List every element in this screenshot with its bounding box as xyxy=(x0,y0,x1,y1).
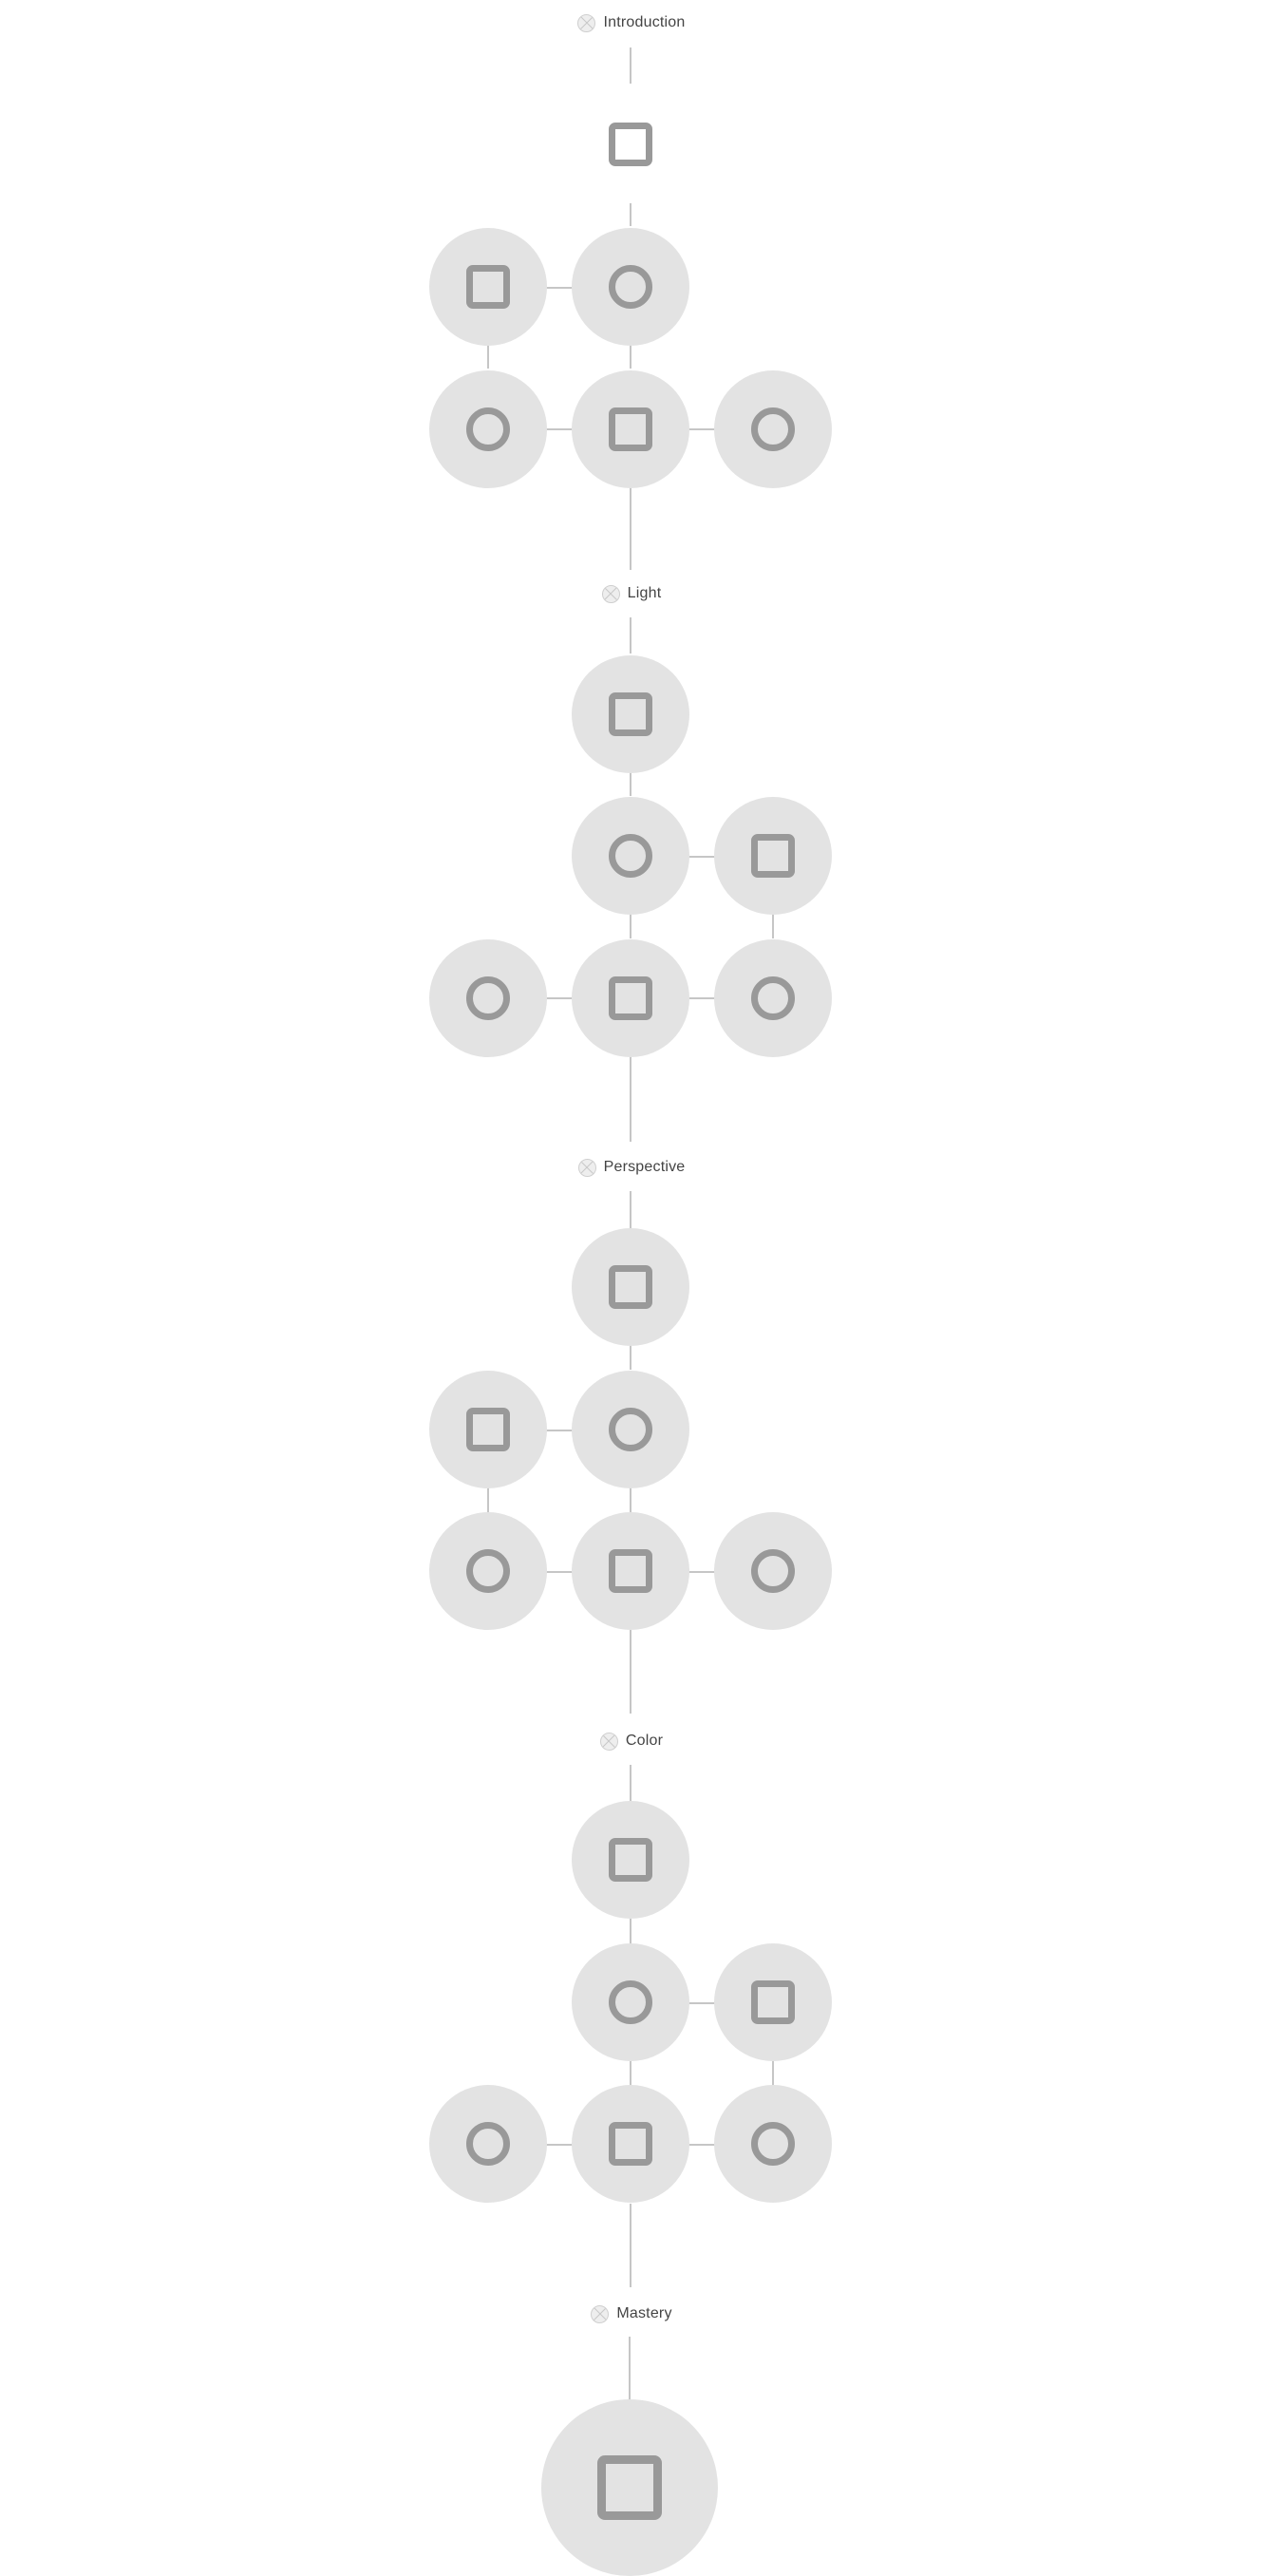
section-header[interactable]: Perspective xyxy=(0,1155,1263,1180)
connector xyxy=(630,2061,632,2086)
connector xyxy=(546,997,573,999)
square-icon xyxy=(609,2122,652,2166)
skill-node[interactable] xyxy=(572,1943,689,2061)
skill-node[interactable] xyxy=(572,85,689,203)
connector xyxy=(546,1571,573,1573)
circle-icon xyxy=(609,1980,652,2024)
circle-icon xyxy=(466,2122,510,2166)
skill-node[interactable] xyxy=(714,797,832,915)
connector xyxy=(772,914,774,938)
square-icon xyxy=(609,976,652,1020)
connector xyxy=(630,47,632,84)
skill-node[interactable] xyxy=(572,1371,689,1488)
section-x-icon xyxy=(599,1732,618,1751)
connector xyxy=(630,1630,632,1714)
connector xyxy=(688,997,715,999)
section-x-icon xyxy=(577,13,596,32)
connector xyxy=(630,1345,632,1370)
skill-node[interactable] xyxy=(572,939,689,1057)
section-x-icon xyxy=(591,2304,610,2323)
connector xyxy=(630,1191,632,1229)
square-icon xyxy=(609,1838,652,1882)
section-title: Mastery xyxy=(616,2305,672,2321)
connector xyxy=(487,344,489,369)
section-header[interactable]: Color xyxy=(0,1729,1263,1753)
connector xyxy=(772,2061,774,2086)
connector xyxy=(630,1056,632,1142)
section-header[interactable]: Mastery xyxy=(0,2301,1263,2326)
skill-node[interactable] xyxy=(572,655,689,773)
skill-node[interactable] xyxy=(429,228,547,346)
skill-node[interactable] xyxy=(429,1512,547,1630)
connector xyxy=(630,203,632,226)
skill-node[interactable] xyxy=(714,1512,832,1630)
circle-icon xyxy=(751,407,795,451)
section-x-icon xyxy=(601,584,620,603)
connector xyxy=(546,428,573,430)
skill-node[interactable] xyxy=(714,939,832,1057)
connector xyxy=(688,2002,715,2004)
connector xyxy=(688,856,715,858)
section-title: Perspective xyxy=(603,1159,686,1175)
connector xyxy=(630,1919,632,1943)
skill-node[interactable] xyxy=(572,1228,689,1346)
skill-node[interactable] xyxy=(572,797,689,915)
circle-icon xyxy=(466,976,510,1020)
connector xyxy=(546,1430,573,1431)
circle-icon xyxy=(466,407,510,451)
connector xyxy=(629,2337,631,2401)
skill-node[interactable] xyxy=(714,2085,832,2203)
square-icon xyxy=(466,1408,510,1451)
connector xyxy=(630,1765,632,1801)
section-header[interactable]: Introduction xyxy=(0,10,1263,35)
circle-icon xyxy=(609,834,652,878)
connector xyxy=(630,486,632,570)
circle-icon xyxy=(609,265,652,309)
circle-icon xyxy=(466,1549,510,1593)
square-icon xyxy=(609,692,652,736)
skill-node[interactable] xyxy=(429,1371,547,1488)
skill-node[interactable] xyxy=(714,1943,832,2061)
connector xyxy=(688,1571,715,1573)
circle-icon xyxy=(751,976,795,1020)
circle-icon xyxy=(751,2122,795,2166)
skill-node[interactable] xyxy=(572,1512,689,1630)
skill-node[interactable] xyxy=(572,2085,689,2203)
connector xyxy=(688,2144,715,2146)
connector xyxy=(546,2144,573,2146)
skill-node[interactable] xyxy=(572,228,689,346)
mastery-node[interactable] xyxy=(541,2399,718,2576)
square-icon xyxy=(751,1980,795,2024)
skill-node[interactable] xyxy=(714,370,832,488)
connector xyxy=(688,428,715,430)
square-icon xyxy=(597,2455,662,2520)
section-title: Light xyxy=(627,585,662,601)
skill-node[interactable] xyxy=(429,939,547,1057)
connector xyxy=(630,617,632,653)
skill-node[interactable] xyxy=(572,1801,689,1919)
square-icon xyxy=(609,123,652,166)
skill-node[interactable] xyxy=(429,370,547,488)
connector xyxy=(630,344,632,369)
connector xyxy=(546,287,573,289)
connector xyxy=(630,2204,632,2287)
circle-icon xyxy=(751,1549,795,1593)
circle-icon xyxy=(609,1408,652,1451)
section-title: Color xyxy=(625,1733,664,1749)
connector xyxy=(487,1487,489,1512)
square-icon xyxy=(609,1265,652,1309)
square-icon xyxy=(466,265,510,309)
square-icon xyxy=(609,1549,652,1593)
skill-node[interactable] xyxy=(572,370,689,488)
section-title: Introduction xyxy=(603,14,686,30)
skill-node[interactable] xyxy=(429,2085,547,2203)
square-icon xyxy=(609,407,652,451)
section-x-icon xyxy=(577,1158,596,1177)
square-icon xyxy=(751,834,795,878)
connector xyxy=(630,914,632,938)
connector xyxy=(630,1487,632,1512)
section-header[interactable]: Light xyxy=(0,581,1263,606)
connector xyxy=(630,771,632,796)
